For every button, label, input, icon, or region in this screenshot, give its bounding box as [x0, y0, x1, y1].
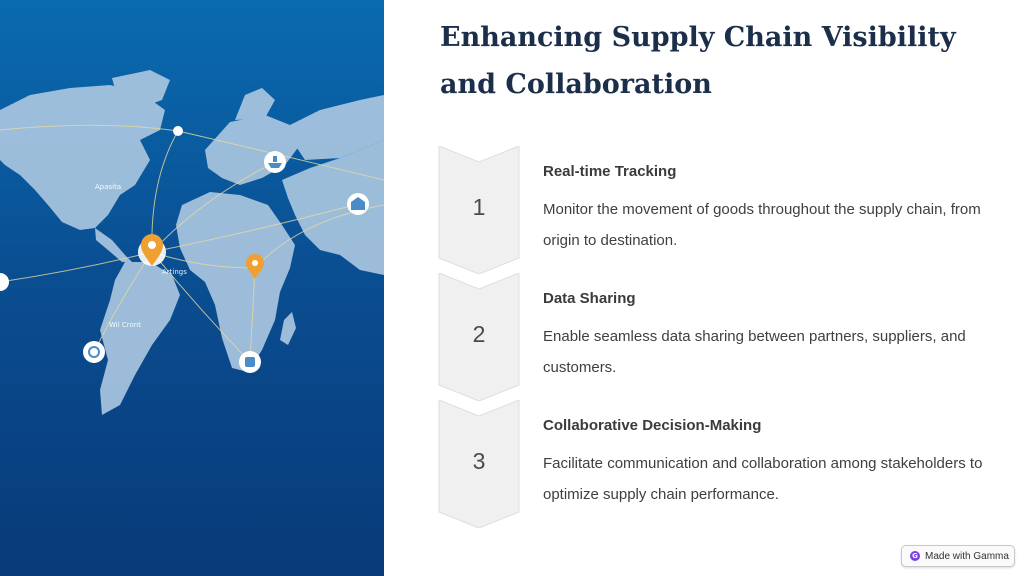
world-map-graphic	[0, 70, 384, 415]
step-item: 3 Collaborative Decision-Making Facilita…	[438, 400, 1008, 528]
step-title: Real-time Tracking	[543, 163, 677, 180]
step-number: 2	[472, 321, 486, 347]
map-label: Apasita	[95, 183, 122, 191]
step-title: Collaborative Decision-Making	[543, 417, 762, 434]
step-description: Monitor the movement of goods throughout…	[543, 201, 981, 249]
gamma-logo-icon: G	[910, 551, 920, 561]
step-chevron	[438, 400, 520, 528]
step-chevron	[438, 273, 520, 401]
route-node	[173, 126, 183, 136]
page-title: Enhancing Supply Chain Visibility and Co…	[440, 22, 956, 100]
location-pin-icon	[138, 234, 166, 266]
made-with-gamma-badge[interactable]: G Made with Gamma	[901, 545, 1015, 567]
warehouse-icon	[347, 193, 369, 215]
step-item: 2 Data Sharing Enable seamless data shar…	[438, 273, 1008, 401]
step-chevron	[438, 146, 520, 274]
ship-icon	[264, 151, 286, 173]
world-map-image: Apasita Artings Wil Cront	[0, 0, 384, 576]
badge-label: Made with Gamma	[925, 550, 1009, 562]
step-number: 1	[472, 194, 486, 220]
location-pin-icon	[246, 254, 264, 279]
step-number: 3	[472, 448, 486, 474]
map-label: Wil Cront	[109, 321, 141, 329]
step-description: Enable seamless data sharing between par…	[543, 328, 966, 376]
step-description: Facilitate communication and collaborati…	[543, 455, 983, 503]
step-item: 1 Real-time Tracking Monitor the movemen…	[438, 146, 1008, 274]
step-title: Data Sharing	[543, 290, 636, 307]
map-label: Artings	[162, 268, 187, 276]
continents	[0, 70, 384, 415]
network-node-icon	[0, 273, 9, 291]
recycle-icon	[83, 341, 105, 363]
gear-icon	[239, 351, 261, 373]
